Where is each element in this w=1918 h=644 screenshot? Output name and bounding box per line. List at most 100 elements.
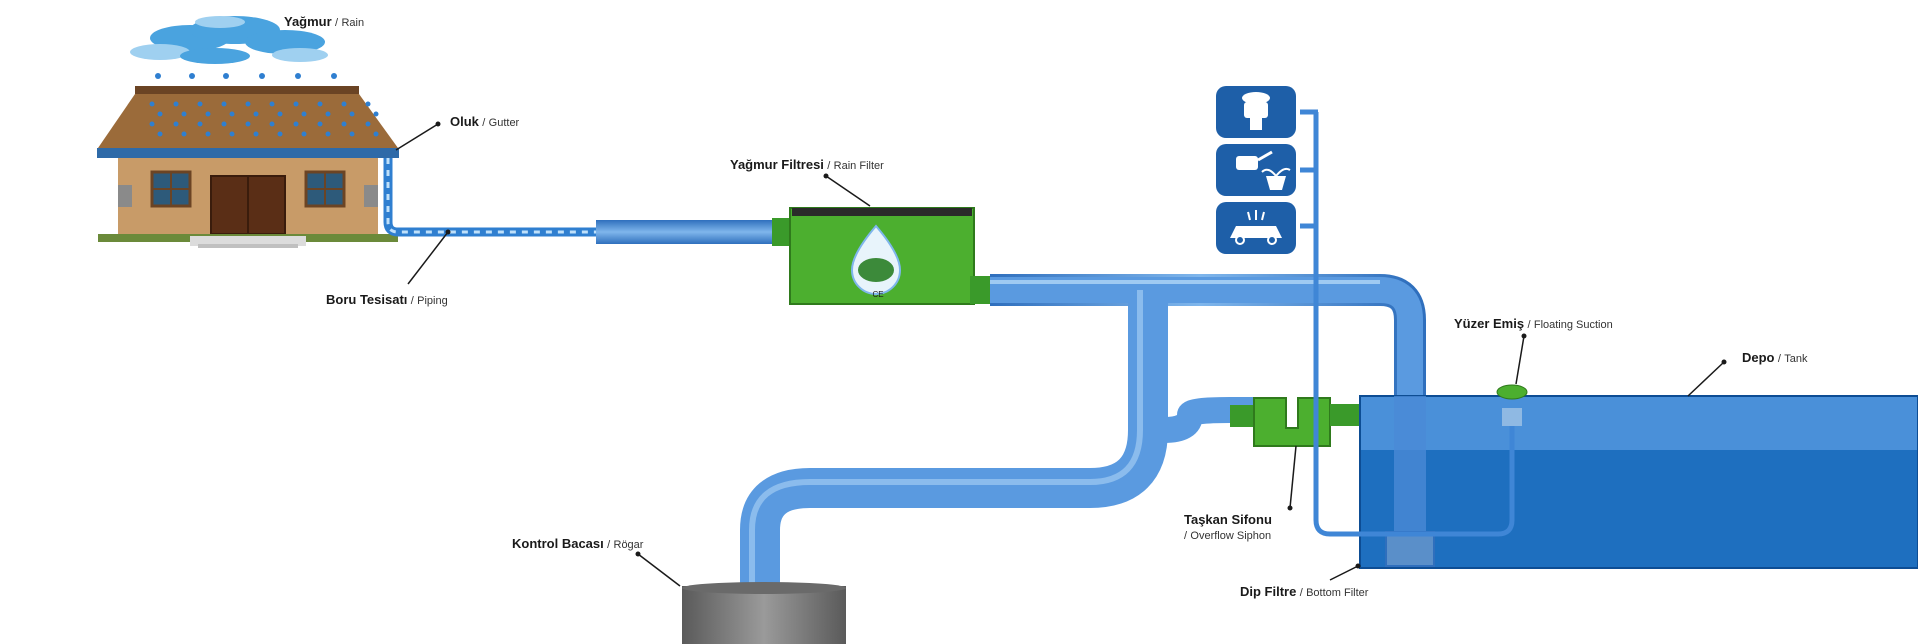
rain-drops bbox=[155, 73, 337, 79]
manhole bbox=[682, 582, 846, 644]
label-bottom-filter: Dip Filtre / Bottom Filter bbox=[1240, 584, 1368, 599]
roof-rain-drops bbox=[149, 101, 379, 137]
siphon-pipe bbox=[1163, 397, 1260, 443]
label-bottom-filter-en: Bottom Filter bbox=[1306, 587, 1369, 599]
inlet-pipe bbox=[596, 220, 774, 244]
label-tank-sep: / bbox=[1777, 353, 1781, 365]
label-floating-suction-tr: Yüzer Emiş bbox=[1454, 316, 1525, 331]
roof-drop bbox=[173, 101, 179, 107]
label-rain: Yağmur / Rain bbox=[284, 14, 364, 29]
label-gutter: Oluk / Gutter bbox=[450, 114, 519, 129]
tank bbox=[1359, 395, 1918, 569]
label-rain-filter-en: Rain Filter bbox=[833, 160, 884, 172]
roof-drop bbox=[197, 101, 203, 107]
roof-drop bbox=[341, 121, 347, 127]
filter-ce-badge: CE bbox=[872, 290, 883, 299]
roof-drop bbox=[229, 111, 235, 117]
roof-drop bbox=[373, 111, 379, 117]
roof-drop bbox=[245, 121, 251, 127]
label-floating-suction-sep: / bbox=[1527, 319, 1531, 331]
label-piping-en: Piping bbox=[417, 295, 448, 307]
roof-drop bbox=[205, 111, 211, 117]
roof-drop bbox=[293, 121, 299, 127]
roof-drop bbox=[181, 111, 187, 117]
roof-drop bbox=[157, 131, 163, 137]
roof-drop bbox=[293, 101, 299, 107]
roof-drop bbox=[205, 131, 211, 137]
leader-lines bbox=[395, 123, 1725, 587]
label-piping: Boru Tesisatı / Piping bbox=[326, 292, 448, 307]
toilet-icon bbox=[1216, 86, 1296, 138]
label-gutter-en: Gutter bbox=[488, 117, 520, 129]
bottom-filter bbox=[1385, 531, 1435, 567]
roof-drop bbox=[269, 101, 275, 107]
roof-drop bbox=[349, 111, 355, 117]
pipe-to-manhole bbox=[740, 290, 1168, 590]
label-tank-tr: Depo bbox=[1742, 350, 1775, 365]
label-bottom-filter-sep: / bbox=[1299, 587, 1303, 599]
house bbox=[97, 86, 399, 248]
roof-drop bbox=[149, 121, 155, 127]
label-rain-filter-sep: / bbox=[827, 160, 831, 172]
roof-drop bbox=[365, 101, 371, 107]
roof-drop bbox=[317, 101, 323, 107]
label-overflow-siphon-sep: / bbox=[1184, 530, 1188, 542]
roof-drop bbox=[373, 131, 379, 137]
siphon-coupling-left bbox=[1230, 405, 1254, 427]
label-tank-en: Tank bbox=[1784, 353, 1808, 365]
label-gutter-sep: / bbox=[482, 117, 486, 129]
label-overflow-siphon-en: Overflow Siphon bbox=[1190, 530, 1272, 542]
roof-drop bbox=[253, 131, 259, 137]
label-manhole-en: Rögar bbox=[613, 539, 644, 551]
roof-drop bbox=[221, 121, 227, 127]
label-manhole-tr: Kontrol Bacası bbox=[512, 536, 604, 551]
label-manhole-sep: / bbox=[607, 539, 611, 551]
rain-filter bbox=[789, 207, 975, 305]
label-rain-en: Rain bbox=[341, 17, 365, 29]
filter-outlet-coupling bbox=[970, 276, 992, 304]
tank-inlet-pipe bbox=[1394, 396, 1426, 532]
label-piping-tr: Boru Tesisatı bbox=[326, 292, 408, 307]
roof-drop bbox=[269, 121, 275, 127]
roof-drop bbox=[221, 101, 227, 107]
roof-drop bbox=[349, 131, 355, 137]
label-overflow-siphon-tr: Taşkan Sifonu bbox=[1184, 512, 1272, 527]
pipe-filter-to-tank bbox=[990, 274, 1426, 400]
label-piping-sep: / bbox=[410, 295, 414, 307]
roof-drop bbox=[253, 111, 259, 117]
roof-drop bbox=[365, 121, 371, 127]
label-floating-suction: Yüzer Emiş / Floating Suction bbox=[1454, 316, 1613, 331]
roof-drop bbox=[245, 101, 251, 107]
roof-drop bbox=[149, 101, 155, 107]
roof-drop bbox=[325, 131, 331, 137]
label-rain-sep: / bbox=[335, 17, 339, 29]
label-rain-tr: Yağmur bbox=[284, 14, 332, 29]
car-wash-icon bbox=[1216, 202, 1296, 254]
label-floating-suction-en: Floating Suction bbox=[1533, 319, 1613, 331]
inlet-coupling bbox=[772, 218, 794, 246]
siphon-coupling-right bbox=[1330, 404, 1360, 426]
gutter-downpipe bbox=[383, 158, 598, 237]
roof-drop bbox=[277, 111, 283, 117]
label-gutter-tr: Oluk bbox=[450, 114, 479, 129]
roof-drop bbox=[181, 131, 187, 137]
label-manhole: Kontrol Bacası / Rögar bbox=[512, 536, 643, 551]
distribution-manifold bbox=[1300, 109, 1318, 229]
roof-drop bbox=[301, 111, 307, 117]
roof-drop bbox=[157, 111, 163, 117]
roof-drop bbox=[317, 121, 323, 127]
leader-dots bbox=[435, 121, 1727, 569]
roof-drop bbox=[173, 121, 179, 127]
label-bottom-filter-tr: Dip Filtre bbox=[1240, 584, 1297, 599]
roof-drop bbox=[277, 131, 283, 137]
label-overflow-siphon: Taşkan Sifonu / Overflow Siphon bbox=[1184, 512, 1272, 544]
overflow-siphon bbox=[1253, 397, 1331, 447]
label-rain-filter-tr: Yağmur Filtresi bbox=[730, 157, 824, 172]
roof-drop bbox=[197, 121, 203, 127]
rain-cloud bbox=[130, 16, 328, 64]
roof-drop bbox=[301, 131, 307, 137]
floating-suction bbox=[1313, 112, 1528, 537]
roof-drop bbox=[341, 101, 347, 107]
label-tank: Depo / Tank bbox=[1742, 350, 1808, 365]
